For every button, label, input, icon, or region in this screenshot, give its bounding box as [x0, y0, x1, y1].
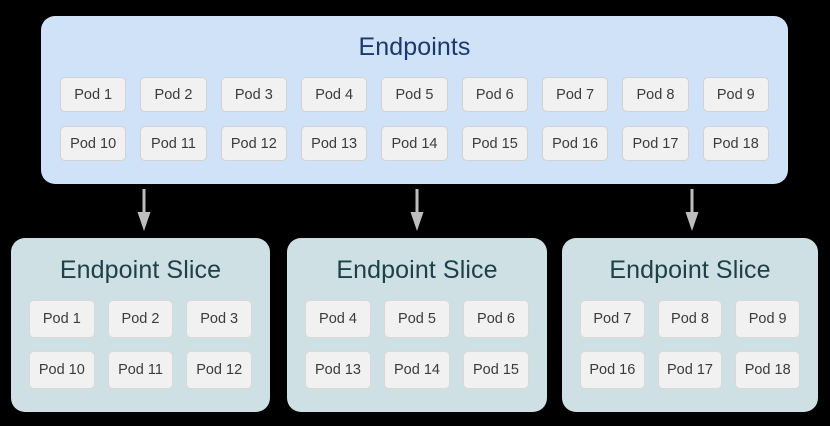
endpoints-pod-row: Pod 1 Pod 2 Pod 3 Pod 4 Pod 5 Pod 6 Pod … — [60, 77, 769, 112]
endpoint-slice-container-3: Endpoint Slice Pod 7 Pod 8 Pod 9 Pod 16 … — [562, 238, 818, 412]
pod-chip[interactable]: Pod 7 — [580, 300, 645, 338]
pod-chip[interactable]: Pod 6 — [461, 77, 528, 112]
pod-chip[interactable]: Pod 7 — [541, 77, 609, 112]
pod-chip[interactable]: Pod 15 — [463, 351, 529, 389]
pod-chip[interactable]: Pod 14 — [381, 126, 448, 161]
endpoint-slice-pod-row: Pod 1 Pod 2 Pod 3 — [29, 300, 253, 338]
endpoints-pod-grid: Pod 1 Pod 2 Pod 3 Pod 4 Pod 5 Pod 6 Pod … — [60, 77, 769, 161]
pod-chip[interactable]: Pod 5 — [384, 300, 450, 338]
endpoints-pod-row: Pod 10 Pod 11 Pod 12 Pod 13 Pod 14 Pod 1… — [60, 126, 769, 161]
pod-chip[interactable]: Pod 8 — [657, 300, 723, 338]
pod-chip[interactable]: Pod 18 — [735, 351, 801, 389]
endpoint-slice-pod-grid: Pod 1 Pod 2 Pod 3 Pod 10 Pod 11 Pod 12 — [29, 300, 253, 389]
pod-chip[interactable]: Pod 13 — [300, 126, 368, 161]
endpoint-slice-container-1: Endpoint Slice Pod 1 Pod 2 Pod 3 Pod 10 … — [11, 238, 270, 412]
arrow-down-icon — [685, 189, 699, 231]
arrow-down-icon — [137, 189, 151, 231]
endpoint-slice-pod-row: Pod 7 Pod 8 Pod 9 — [580, 300, 801, 338]
pod-chip[interactable]: Pod 4 — [300, 77, 368, 112]
endpoints-title: Endpoints — [358, 33, 471, 61]
pod-chip[interactable]: Pod 11 — [107, 351, 174, 389]
pod-chip[interactable]: Pod 12 — [220, 126, 287, 161]
pod-chip[interactable]: Pod 3 — [186, 300, 253, 338]
pod-chip[interactable]: Pod 12 — [186, 351, 253, 389]
endpoint-slice-container-2: Endpoint Slice Pod 4 Pod 5 Pod 6 Pod 13 … — [287, 238, 547, 412]
endpoints-container: Endpoints Pod 1 Pod 2 Pod 3 Pod 4 Pod 5 … — [41, 16, 788, 184]
pod-chip[interactable]: Pod 3 — [220, 77, 287, 112]
endpoint-slice-title: Endpoint Slice — [59, 256, 222, 284]
pod-chip[interactable]: Pod 14 — [384, 351, 450, 389]
endpoint-slice-title: Endpoint Slice — [336, 256, 498, 284]
endpoint-slice-pod-row: Pod 13 Pod 14 Pod 15 — [305, 351, 529, 389]
pod-chip[interactable]: Pod 6 — [463, 300, 529, 338]
pod-chip[interactable]: Pod 2 — [107, 300, 174, 338]
pod-chip[interactable]: Pod 11 — [140, 126, 207, 161]
pod-chip[interactable]: Pod 1 — [29, 300, 95, 338]
pod-chip[interactable]: Pod 5 — [381, 77, 448, 112]
endpoint-slice-title: Endpoint Slice — [609, 256, 771, 284]
pod-chip[interactable]: Pod 10 — [60, 126, 127, 161]
pod-chip[interactable]: Pod 17 — [622, 126, 689, 161]
endpoint-slice-pod-row: Pod 4 Pod 5 Pod 6 — [305, 300, 529, 338]
endpoint-slice-pod-grid: Pod 7 Pod 8 Pod 9 Pod 16 Pod 17 Pod 18 — [580, 300, 801, 389]
endpoint-slice-pod-grid: Pod 4 Pod 5 Pod 6 Pod 13 Pod 14 Pod 15 — [305, 300, 529, 389]
pod-chip[interactable]: Pod 10 — [29, 351, 95, 389]
pod-chip[interactable]: Pod 16 — [580, 351, 645, 389]
pod-chip[interactable]: Pod 8 — [622, 77, 689, 112]
pod-chip[interactable]: Pod 9 — [735, 300, 801, 338]
pod-chip[interactable]: Pod 16 — [541, 126, 609, 161]
pod-chip[interactable]: Pod 9 — [702, 77, 769, 112]
pod-chip[interactable]: Pod 17 — [657, 351, 723, 389]
pod-chip[interactable]: Pod 18 — [702, 126, 769, 161]
endpoint-slice-pod-row: Pod 16 Pod 17 Pod 18 — [580, 351, 801, 389]
pod-chip[interactable]: Pod 1 — [60, 77, 127, 112]
pod-chip[interactable]: Pod 15 — [461, 126, 528, 161]
arrow-down-icon — [410, 189, 424, 231]
pod-chip[interactable]: Pod 2 — [140, 77, 207, 112]
pod-chip[interactable]: Pod 13 — [305, 351, 371, 389]
pod-chip[interactable]: Pod 4 — [305, 300, 371, 338]
endpoint-slice-pod-row: Pod 10 Pod 11 Pod 12 — [29, 351, 253, 389]
